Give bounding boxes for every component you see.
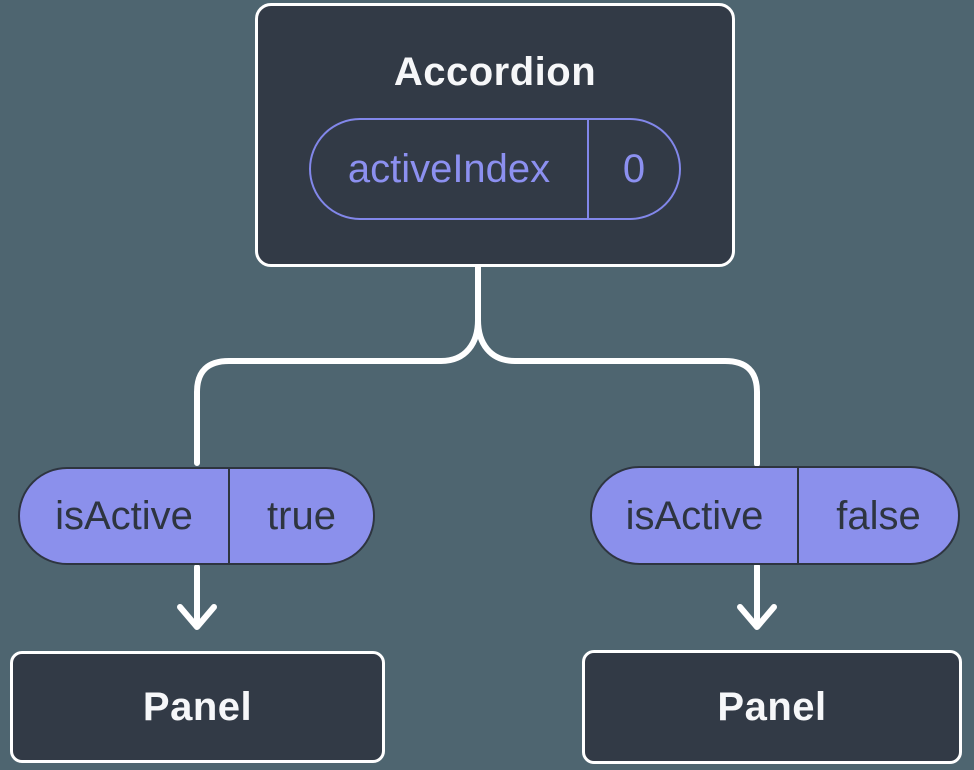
connector-left-branch	[194, 264, 481, 466]
prop-name: isActive	[55, 494, 193, 538]
prop-name: isActive	[625, 493, 764, 538]
prop-pill-left: isActive true	[18, 467, 375, 565]
root-component-title: Accordion	[393, 50, 597, 94]
child-component-title: Panel	[142, 685, 253, 729]
state-value: 0	[587, 120, 679, 218]
prop-value: true	[228, 469, 373, 563]
state-pill: activeIndex 0	[309, 118, 681, 220]
connector-right-branch	[475, 264, 760, 467]
root-component-node: Accordion activeIndex 0	[255, 3, 735, 267]
child-component-title: Panel	[717, 685, 827, 729]
prop-value: false	[797, 468, 958, 563]
arrow-down-icon	[177, 604, 217, 630]
state-name: activeIndex	[347, 147, 551, 191]
prop-pill-right: isActive false	[590, 466, 960, 565]
child-component-node-right: Panel	[582, 650, 962, 764]
child-component-node-left: Panel	[10, 651, 385, 763]
arrow-down-icon	[737, 604, 777, 630]
